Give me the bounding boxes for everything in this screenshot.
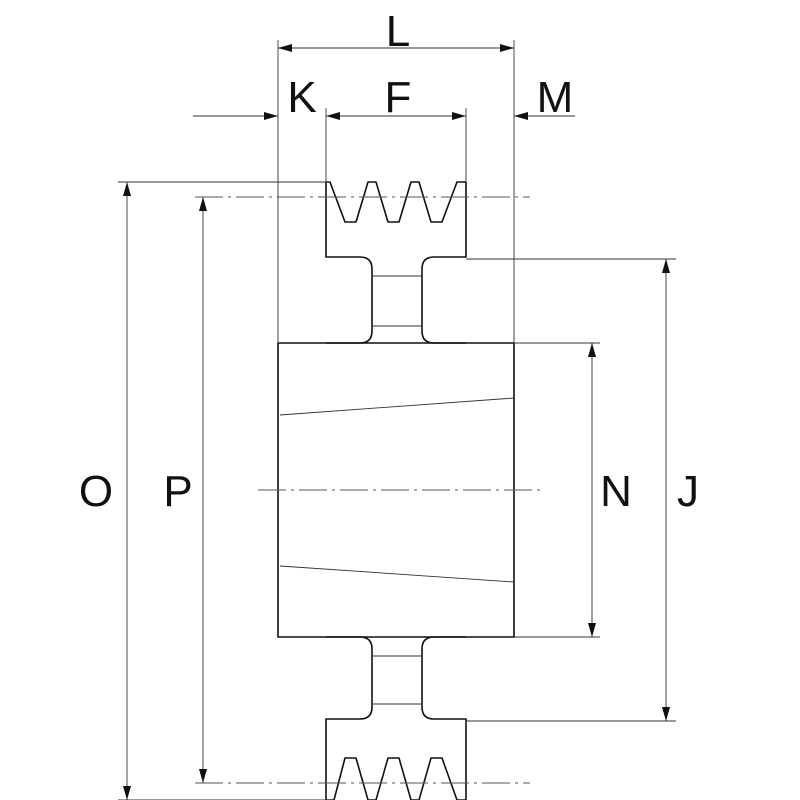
dimension-lines: [123, 44, 670, 800]
arrow-M-right: [514, 112, 528, 120]
arrow-F-right: [452, 112, 466, 120]
label-J: J: [677, 467, 699, 516]
taper-bore-bottom: [279, 565, 515, 583]
upper-rim-left: [325, 182, 373, 344]
label-F: F: [385, 73, 412, 122]
arrow-F-left: [326, 112, 340, 120]
label-N: N: [600, 467, 632, 516]
label-K: K: [287, 73, 316, 122]
lower-rim-right: [421, 636, 467, 800]
pulley-outline: [277, 181, 515, 800]
label-P: P: [163, 467, 192, 516]
extension-lines: [118, 40, 676, 800]
arrow-O-top: [123, 182, 131, 196]
arrow-O-bottom: [123, 786, 131, 800]
center-lines: [195, 196, 540, 784]
upper-grooves: [326, 181, 466, 223]
arrow-N-top: [588, 343, 596, 357]
label-M: M: [537, 73, 574, 122]
arrow-L-left: [278, 44, 292, 52]
taper-bore-top: [279, 397, 515, 416]
dimension-labels: L K F M O P N J: [79, 7, 699, 516]
arrow-J-bottom: [662, 707, 670, 721]
arrow-J-top: [662, 259, 670, 273]
arrow-P-top: [199, 197, 207, 211]
arrow-K-left: [264, 112, 278, 120]
arrow-N-bottom: [588, 623, 596, 637]
arrow-P-bottom: [199, 769, 207, 783]
label-L: L: [386, 7, 410, 56]
label-O: O: [79, 467, 113, 516]
arrow-L-right: [500, 44, 514, 52]
upper-rim-right: [421, 182, 467, 344]
lower-grooves: [326, 757, 466, 800]
lower-rim-left: [325, 636, 373, 800]
